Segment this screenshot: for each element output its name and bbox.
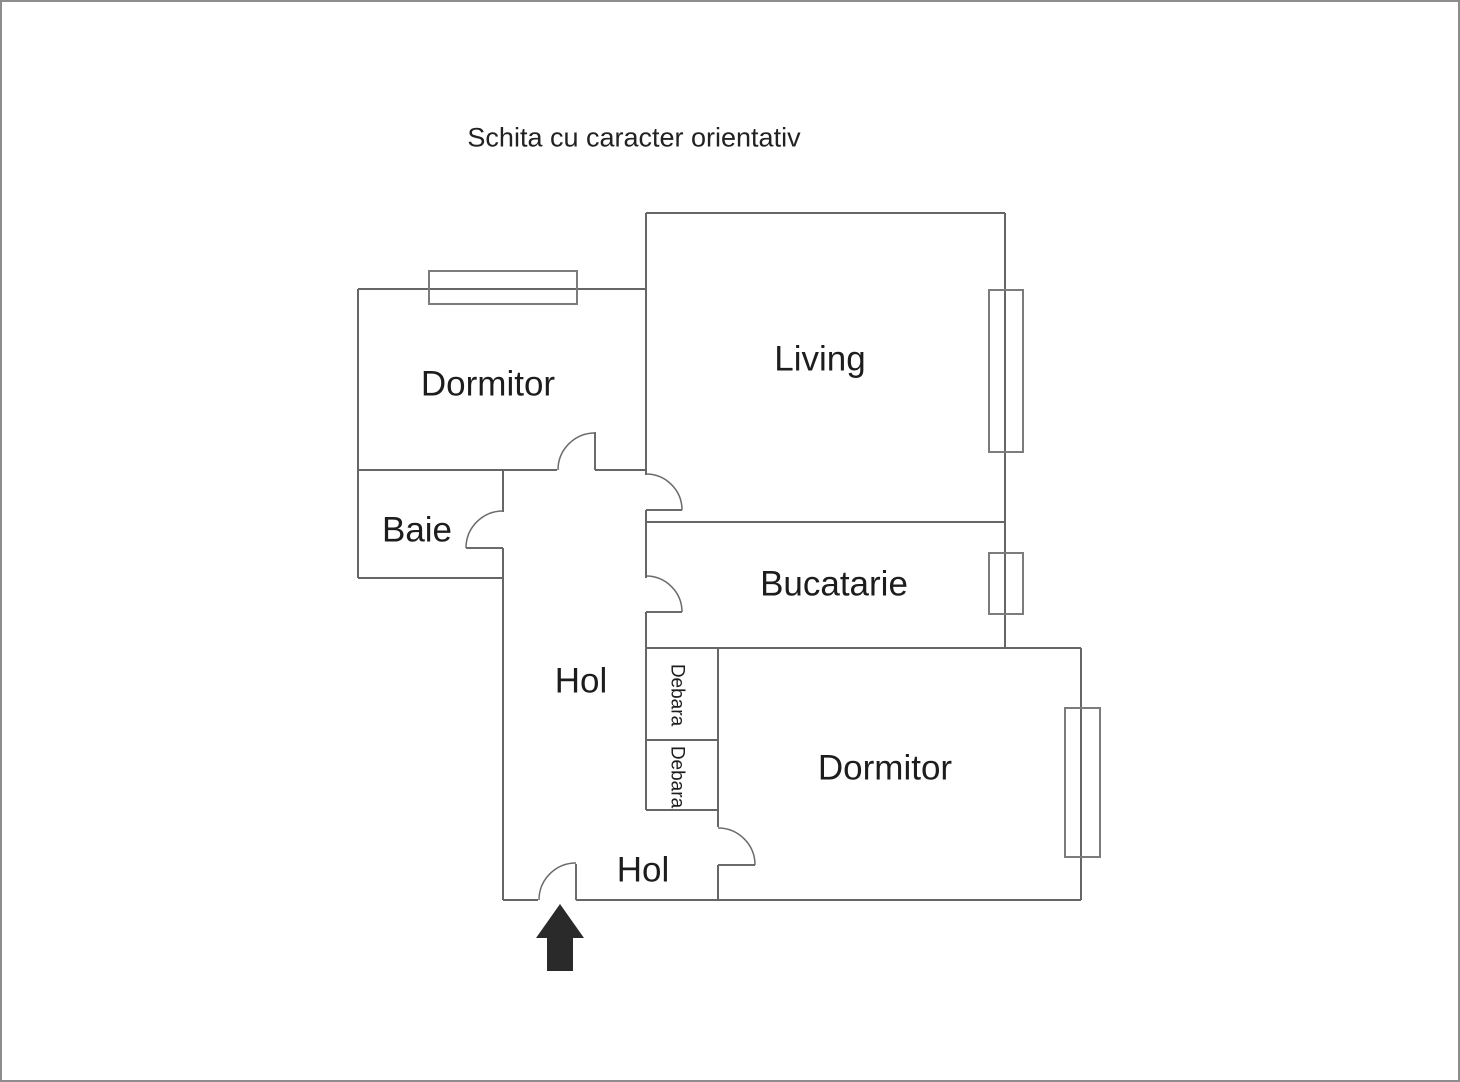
window-dormitor-top bbox=[428, 270, 578, 305]
walls bbox=[357, 212, 1082, 901]
door-arc-dormitor-right bbox=[717, 827, 756, 866]
door-arc-entrance bbox=[538, 862, 577, 901]
door-arc-baie bbox=[465, 510, 504, 549]
room-label-debara-2: Debara bbox=[666, 746, 687, 809]
room-label-hol-lower: Hol bbox=[617, 850, 670, 889]
window-bucatarie bbox=[988, 552, 1024, 615]
room-label-hol-upper: Hol bbox=[555, 661, 608, 700]
door-arc-living bbox=[645, 473, 683, 511]
room-label-dormitor-right: Dormitor bbox=[818, 748, 953, 787]
door-arc-bucatarie bbox=[645, 575, 683, 613]
page-title: Schita cu caracter orientativ bbox=[467, 122, 801, 152]
windows bbox=[428, 270, 1101, 858]
window-dormitor-right bbox=[1064, 707, 1101, 858]
doors bbox=[465, 432, 756, 901]
room-label-debara-1: Debara bbox=[666, 664, 687, 727]
room-label-baie: Baie bbox=[382, 510, 452, 549]
window-living bbox=[988, 289, 1024, 453]
door-arc-dormitor-top bbox=[557, 432, 596, 471]
entrance-arrow-icon bbox=[536, 904, 584, 971]
room-label-bucatarie: Bucatarie bbox=[760, 564, 908, 603]
room-label-dormitor-top: Dormitor bbox=[421, 364, 556, 403]
room-label-living: Living bbox=[774, 339, 865, 378]
